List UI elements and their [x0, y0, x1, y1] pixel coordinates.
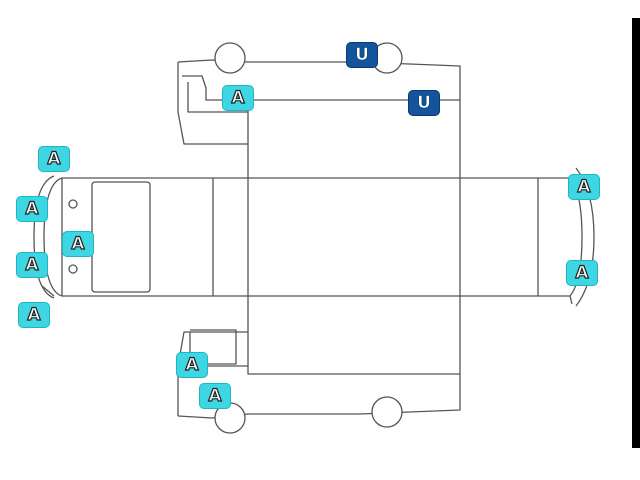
marker-a-front-center[interactable]: A	[62, 231, 94, 257]
marker-a-front-upper[interactable]: A	[16, 196, 48, 222]
right-edge-bar	[632, 18, 640, 448]
roof-panel	[247, 177, 461, 297]
marker-u-upper-roof[interactable]: U	[346, 42, 378, 68]
marker-a-front-bottom[interactable]: A	[18, 302, 50, 328]
lower-rear-wheel	[371, 396, 403, 428]
upper-cab-outline	[177, 62, 248, 145]
marker-a-front-lower[interactable]: A	[16, 252, 48, 278]
marker-a-upper-cab[interactable]: A	[222, 85, 254, 111]
rear-bumper-corner	[569, 295, 573, 305]
rear-roof-extension	[460, 177, 570, 297]
lower-side-bottom-edge	[177, 374, 461, 419]
upper-door-line	[187, 82, 248, 113]
marker-a-lower-cab[interactable]: A	[176, 352, 208, 378]
marker-a-lower-wheel[interactable]: A	[199, 383, 231, 409]
marker-a-rear-upper[interactable]: A	[568, 174, 600, 200]
upper-side-wall	[247, 99, 461, 178]
upper-window-frame	[182, 75, 248, 101]
front-mirror-mount-upper	[68, 199, 78, 209]
lower-window-frame	[190, 329, 237, 365]
marker-a-front-top[interactable]: A	[38, 146, 70, 172]
front-bumper-corner	[41, 285, 55, 297]
windshield	[91, 181, 151, 293]
lower-cab-outline	[177, 331, 248, 416]
front-mirror-mount-lower	[68, 264, 78, 274]
lower-side-wall	[247, 296, 461, 375]
front-bumper-inner	[43, 177, 63, 297]
marker-a-rear-lower[interactable]: A	[566, 260, 598, 286]
upper-front-wheel	[214, 42, 246, 74]
marker-u-upper-side[interactable]: U	[408, 90, 440, 116]
upper-side-top-edge	[177, 59, 461, 100]
